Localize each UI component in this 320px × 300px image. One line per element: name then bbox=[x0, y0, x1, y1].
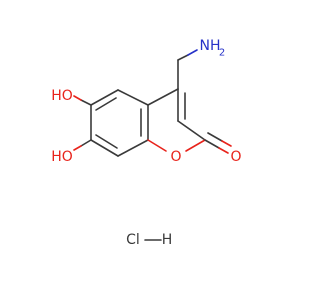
ring-oxygen-label: O bbox=[170, 149, 181, 165]
bond-c8-c8a bbox=[117, 139, 149, 157]
bond-carbonyl-o bbox=[218, 147, 229, 154]
salt-chlorine-label: Cl bbox=[126, 232, 140, 248]
bond-c4a-c4 bbox=[147, 88, 179, 106]
amine-subscript: 2 bbox=[219, 48, 225, 59]
bond-o1-c8a bbox=[147, 139, 167, 152]
amine-label: NH bbox=[200, 38, 221, 54]
bond-c3-c2 bbox=[177, 120, 206, 141]
bond-c2-o1 bbox=[185, 139, 206, 152]
bond-n bbox=[187, 49, 198, 56]
bond-carbonyl-o-double bbox=[221, 140, 232, 147]
bond-c5-c6-double bbox=[95, 97, 117, 111]
bond-c2-carbonyl-double bbox=[207, 132, 223, 142]
hydroxyl-6-label: HO bbox=[51, 88, 73, 104]
bond-ch2-n bbox=[177, 54, 189, 61]
bond-c7-c8-double bbox=[95, 134, 118, 149]
bond-c7-oh bbox=[80, 139, 92, 147]
bond-c4a-c5 bbox=[117, 89, 149, 106]
salt-hydrogen-label: H bbox=[162, 232, 173, 248]
hydroxyl-7-label: HO bbox=[51, 149, 73, 165]
molecule-structure: NH 2 HO HO O O Cl H bbox=[51, 38, 241, 248]
carbonyl-oxygen-label: O bbox=[230, 149, 241, 165]
bond-c7-c8 bbox=[90, 139, 119, 157]
bond-c5-c6 bbox=[90, 89, 119, 106]
bond-oh-7 bbox=[73, 145, 82, 151]
bond-c2-carbonyl bbox=[204, 139, 220, 149]
bond-oh-6 bbox=[73, 95, 82, 101]
bond-c6-oh bbox=[80, 99, 92, 106]
